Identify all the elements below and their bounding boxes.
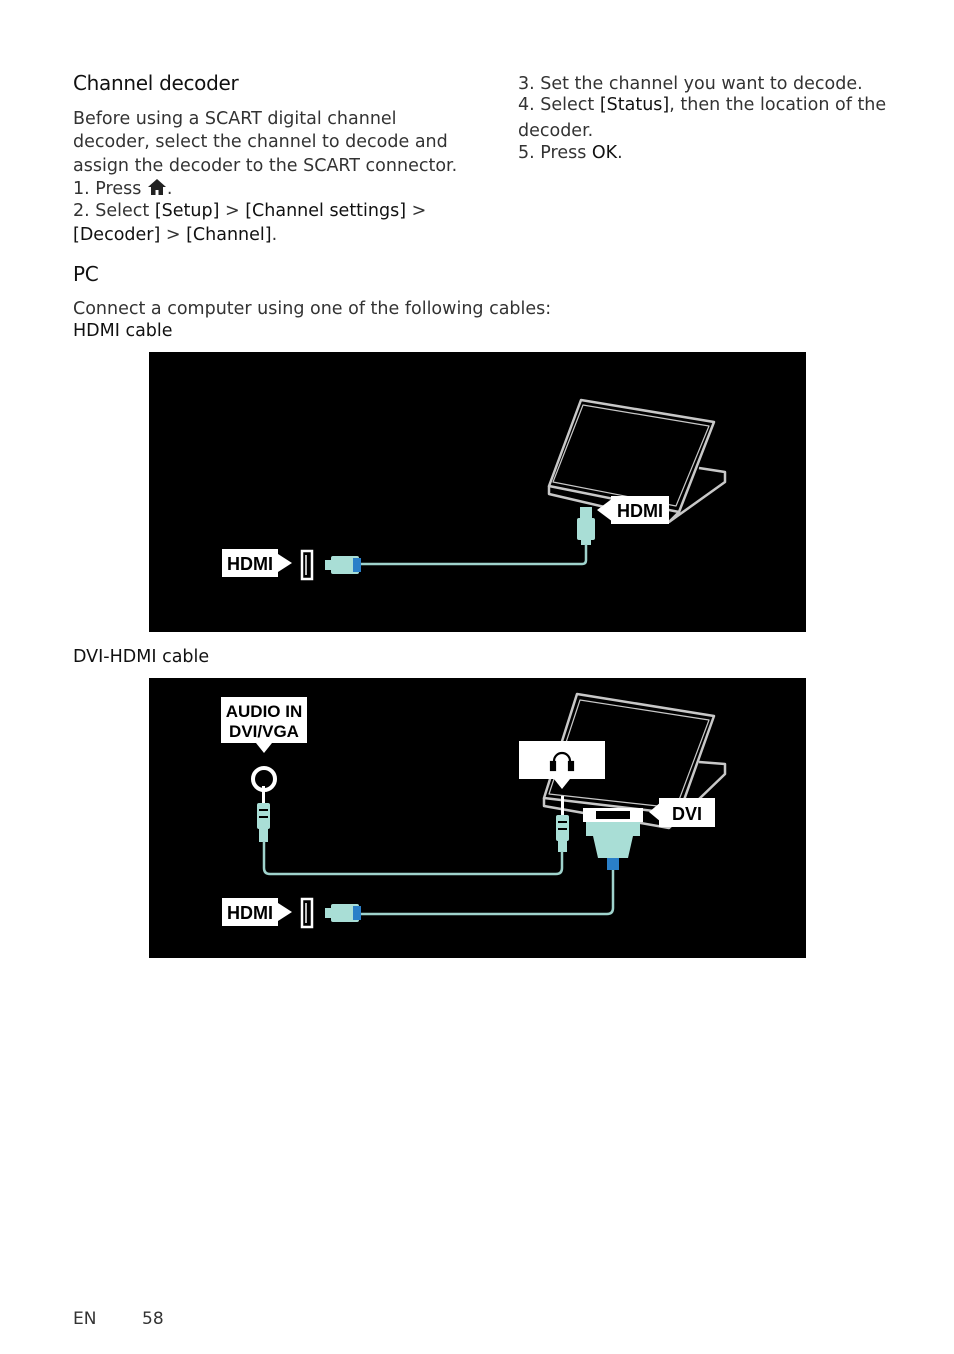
step-2-end: . (271, 225, 278, 245)
setup-menu-item: [Setup] (154, 201, 220, 221)
audio-in-label-line-2: DVI/VGA (229, 722, 299, 741)
headphone-label-box (519, 741, 605, 779)
step-4-line-1: 4. Select [Status], then the location of… (518, 94, 886, 117)
pc-intro: Connect a computer using one of the foll… (73, 299, 552, 319)
dvi-port-label: DVI (672, 804, 702, 824)
tv-hdmi-port-label: HDMI (227, 554, 273, 574)
arrow-icon (278, 903, 292, 921)
footer-page-number: 58 (142, 1309, 164, 1329)
hdmi-cable (361, 544, 588, 566)
audio-in-label-box (221, 697, 307, 743)
hdmi-connection-diagram: HDMI HDMI (149, 352, 806, 632)
audio-cable (262, 841, 564, 876)
hdmi-plug-icon (331, 556, 359, 574)
step-1-prefix: 1. Press (73, 179, 147, 199)
step-1-suffix: . (166, 179, 173, 199)
audio-in-label-line-1: AUDIO IN (226, 702, 303, 721)
tv-hdmi-label-box (222, 898, 278, 926)
hdmi-plug-icon (331, 904, 359, 922)
footer-language: EN (73, 1309, 97, 1329)
home-icon (147, 178, 167, 203)
step-4-prefix: 4. Select (518, 95, 600, 115)
ok-key: OK (591, 143, 618, 163)
dvi-hdmi-cable (361, 870, 615, 916)
dvi-hdmi-cable-label: DVI-HDMI cable (73, 647, 210, 667)
step-5-end: . (617, 143, 623, 163)
channel-menu-item: [Channel] (186, 225, 272, 245)
step-5-prefix: 5. Press (518, 143, 592, 163)
step-4-line-2: decoder. (518, 121, 594, 141)
computer-hdmi-port-label: HDMI (617, 501, 663, 521)
dvi-hdmi-connection-diagram: DVI AUDIO IN DVI/VGA HDMI (149, 678, 806, 958)
step-5: 5. Press OK. (518, 142, 623, 165)
channel-decoder-intro-line-3: assign the decoder to the SCART connecto… (73, 156, 458, 176)
channel-decoder-intro-line-2: decoder, select the channel to decode an… (73, 132, 448, 152)
step-1: 1. Press . (73, 178, 172, 203)
separator: > (406, 201, 432, 221)
step-4-suffix: , then the location of the (669, 95, 887, 115)
tv-hdmi-label-box (222, 549, 278, 577)
audio-plug-icon (257, 786, 270, 842)
hdmi-plug-icon (580, 507, 592, 519)
arrow-icon (554, 779, 570, 789)
computer-hdmi-label-box (611, 496, 669, 524)
decoder-menu-item: [Decoder] (73, 225, 161, 245)
hdmi-port-icon (300, 897, 314, 929)
arrow-icon (597, 498, 613, 522)
hdmi-cable-label: HDMI cable (73, 321, 173, 341)
section-heading-pc: PC (73, 262, 99, 286)
step-2-line-1: 2. Select [Setup] > [Channel settings] > (73, 200, 432, 223)
separator: > (160, 225, 187, 245)
dvi-connector-icon (583, 808, 643, 870)
arrow-icon (256, 743, 272, 753)
status-menu-item: [Status] (599, 95, 670, 115)
step-2-line-2: [Decoder] > [Channel]. (73, 224, 277, 247)
hdmi-port-icon (300, 549, 314, 581)
step-2-prefix: 2. Select (73, 201, 155, 221)
arrow-icon (649, 802, 661, 822)
section-heading-channel-decoder: Channel decoder (73, 71, 239, 95)
tv-hdmi-port-label: HDMI (227, 903, 273, 923)
audio-plug-icon (556, 796, 569, 852)
channel-decoder-intro-line-1: Before using a SCART digital channel (73, 109, 397, 129)
arrow-icon (278, 554, 292, 572)
separator: > (219, 201, 246, 221)
headphones-icon (549, 751, 575, 772)
step-3: 3. Set the channel you want to decode. (518, 74, 863, 94)
dvi-label-box (659, 798, 715, 827)
channel-settings-menu-item: [Channel settings] (245, 201, 407, 221)
